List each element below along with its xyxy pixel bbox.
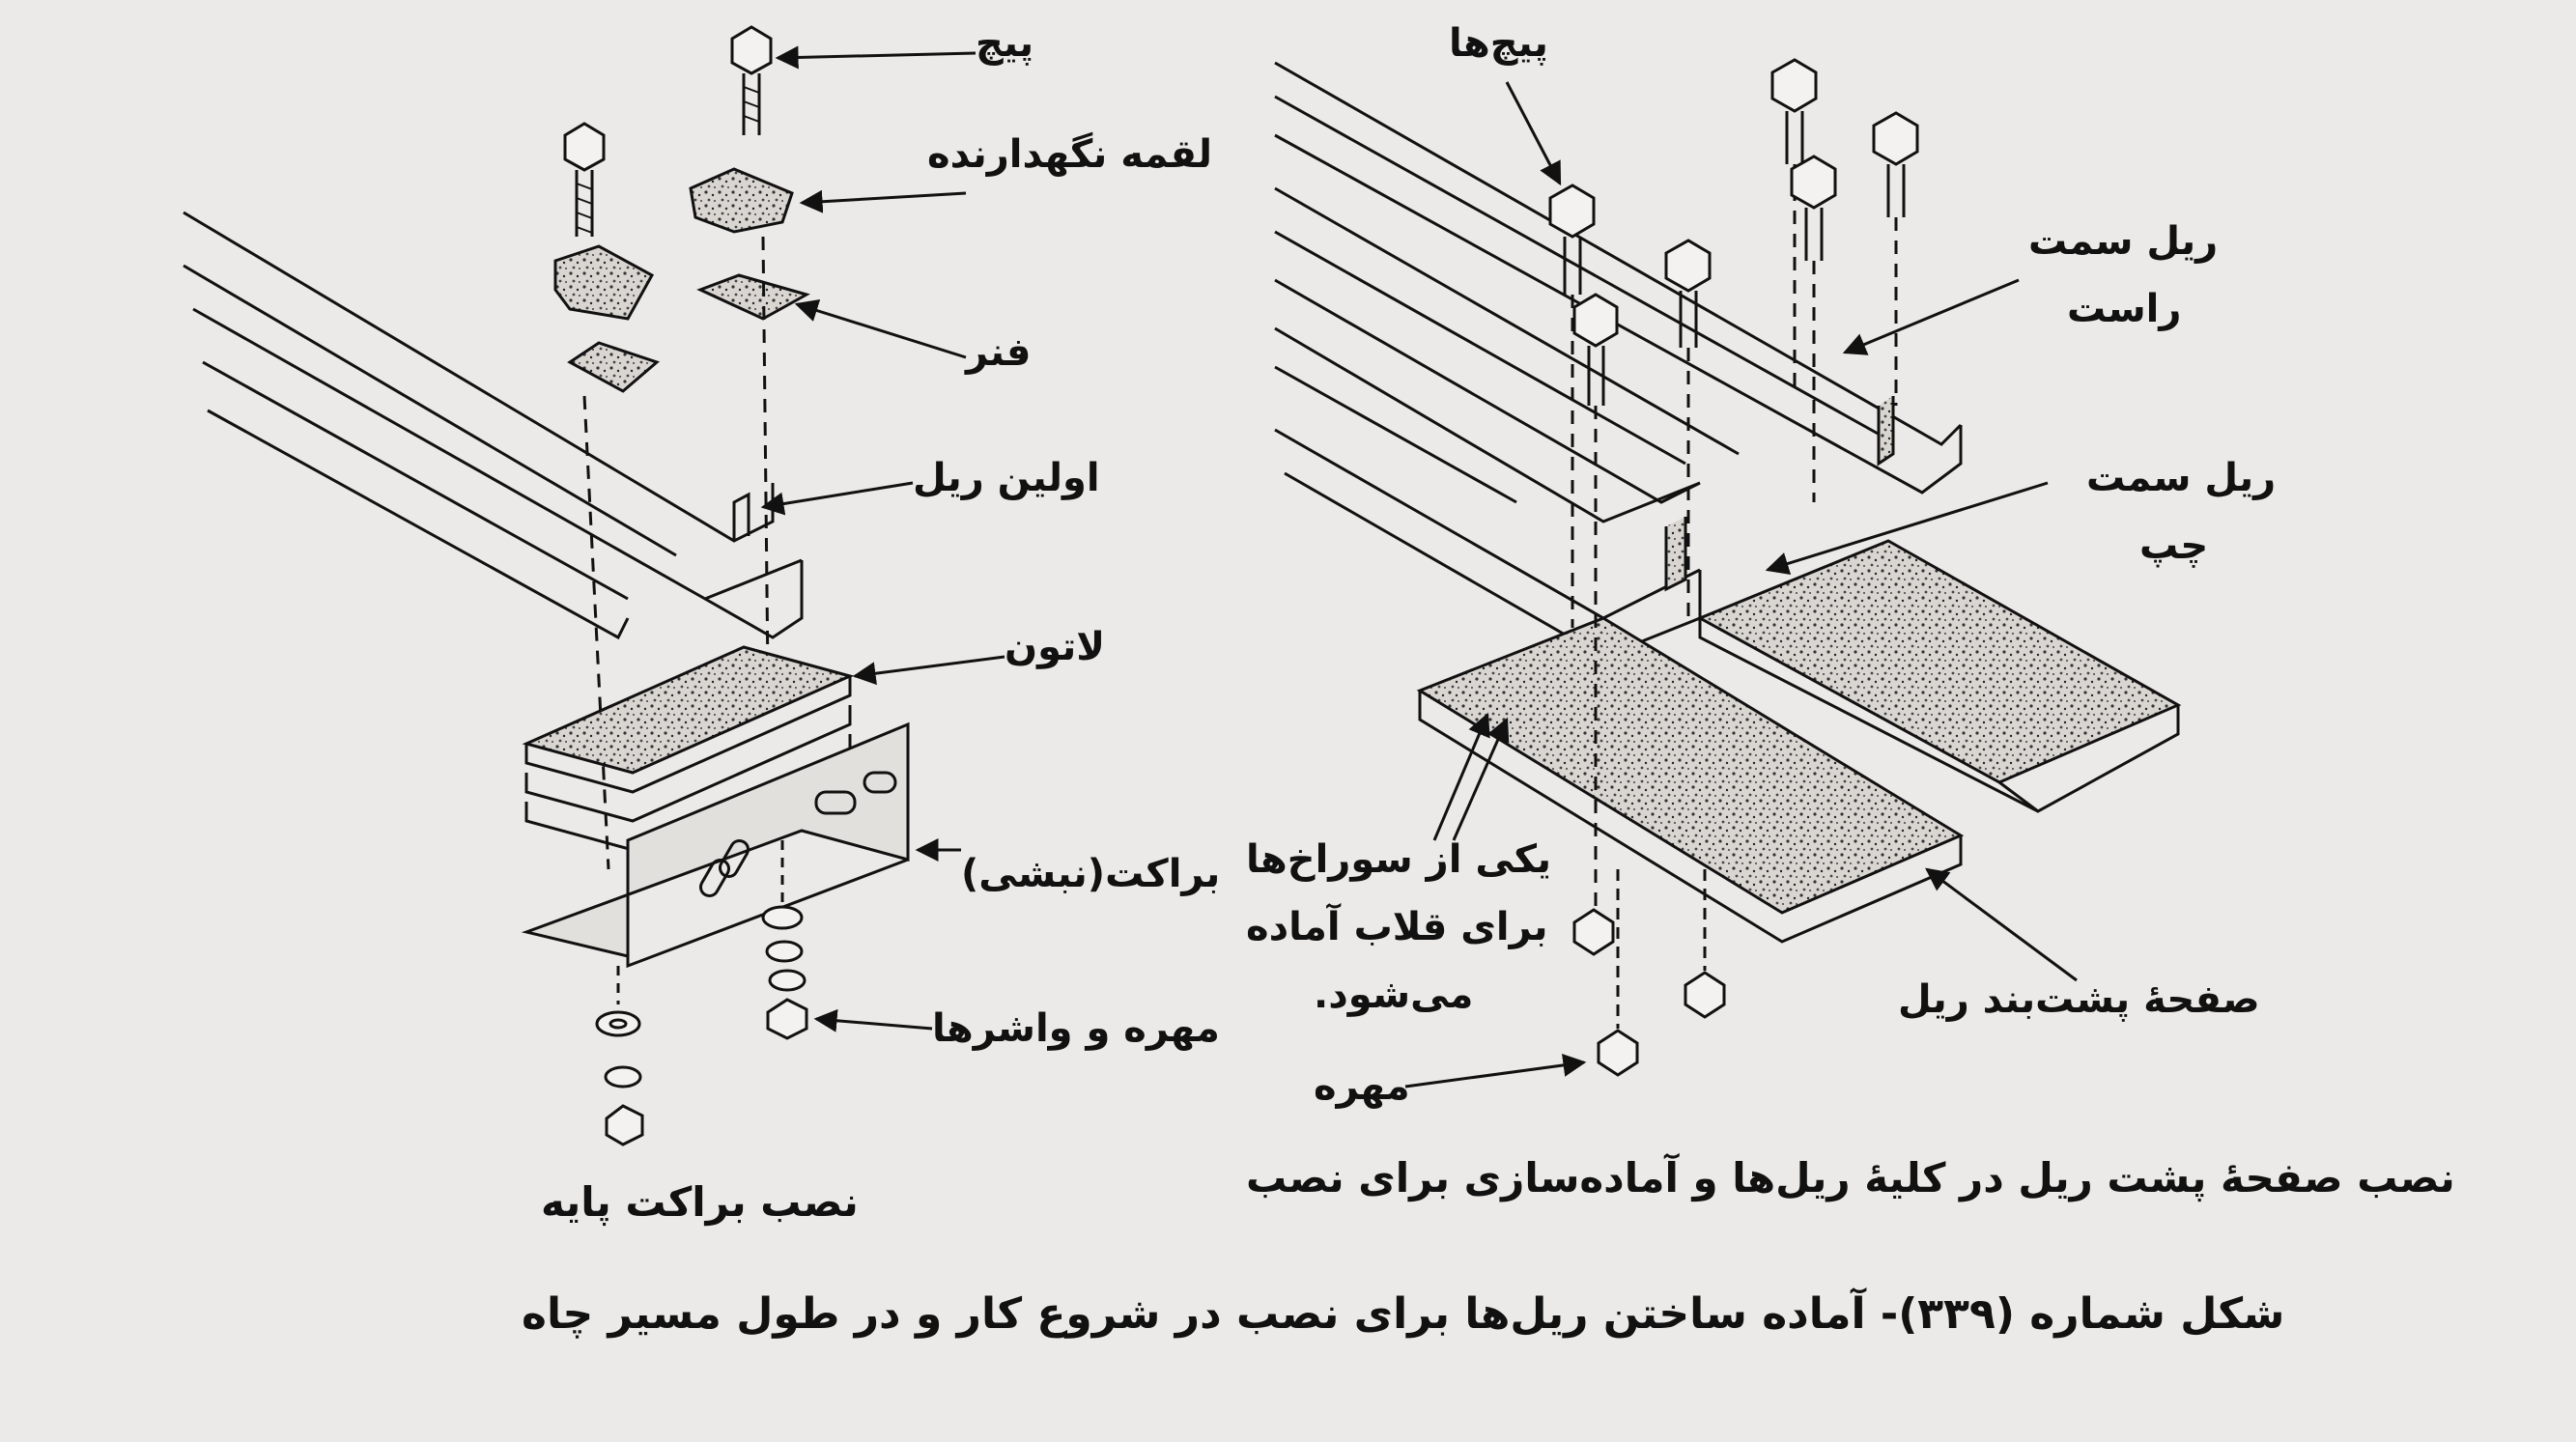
bracket-drawing — [521, 721, 910, 969]
left-diagram — [183, 25, 1005, 1146]
label-holes-line3: می‌شود. — [1314, 973, 1474, 1017]
right-diagram — [1274, 58, 2182, 1089]
label-brass-shim: لاتون — [1005, 625, 1106, 669]
right-bolt-stack — [689, 25, 810, 677]
label-first-rail: اولین ریل — [913, 456, 1100, 500]
right-leader-arrows — [1404, 81, 2078, 1089]
label-retaining-clip: لقمه نگهدارنده — [927, 132, 1213, 177]
label-bolt: پیچ — [976, 21, 1034, 66]
left-bolt-stack — [553, 122, 660, 870]
label-bracket: براکت(نبشی) — [961, 852, 1221, 896]
label-holes-line2: برای قلاب آماده — [1246, 905, 1548, 949]
label-left-rail-line1: ریل سمت — [2086, 456, 2277, 500]
backing-plates — [1416, 539, 2182, 944]
left-leader-arrows — [760, 45, 1005, 1032]
first-rail-drawing — [183, 211, 804, 640]
left-diagram-caption: نصب براکت پایه — [541, 1178, 859, 1226]
right-diagram-caption: نصب صفحهٔ پشت ریل در کلیهٔ ریل‌ها و آماد… — [1246, 1154, 2455, 1202]
label-nut: مهره — [1314, 1064, 1410, 1109]
label-right-rail-line1: ریل سمت — [2028, 219, 2219, 264]
rails-drawing — [1274, 61, 1963, 659]
label-left-rail-line2: چپ — [2139, 523, 2209, 568]
label-spring: فنر — [966, 330, 1032, 375]
label-nut-washers: مهره و واشرها — [932, 1006, 1220, 1051]
figure-caption: شکل شماره (۳۳۹)- آماده ساختن ریل‌ها برای… — [522, 1289, 2285, 1339]
label-bolts: پیچ‌ها — [1449, 21, 1548, 66]
label-holes-line1: یکی از سوراخ‌ها — [1246, 837, 1552, 882]
right-bolts — [1548, 58, 1919, 927]
right-nuts — [1572, 869, 1726, 1077]
label-backing-plate: صفحهٔ پشت‌بند ریل — [1898, 977, 2260, 1022]
nuts-and-washers — [595, 840, 808, 1146]
label-right-rail-line2: راست — [2067, 287, 2182, 331]
